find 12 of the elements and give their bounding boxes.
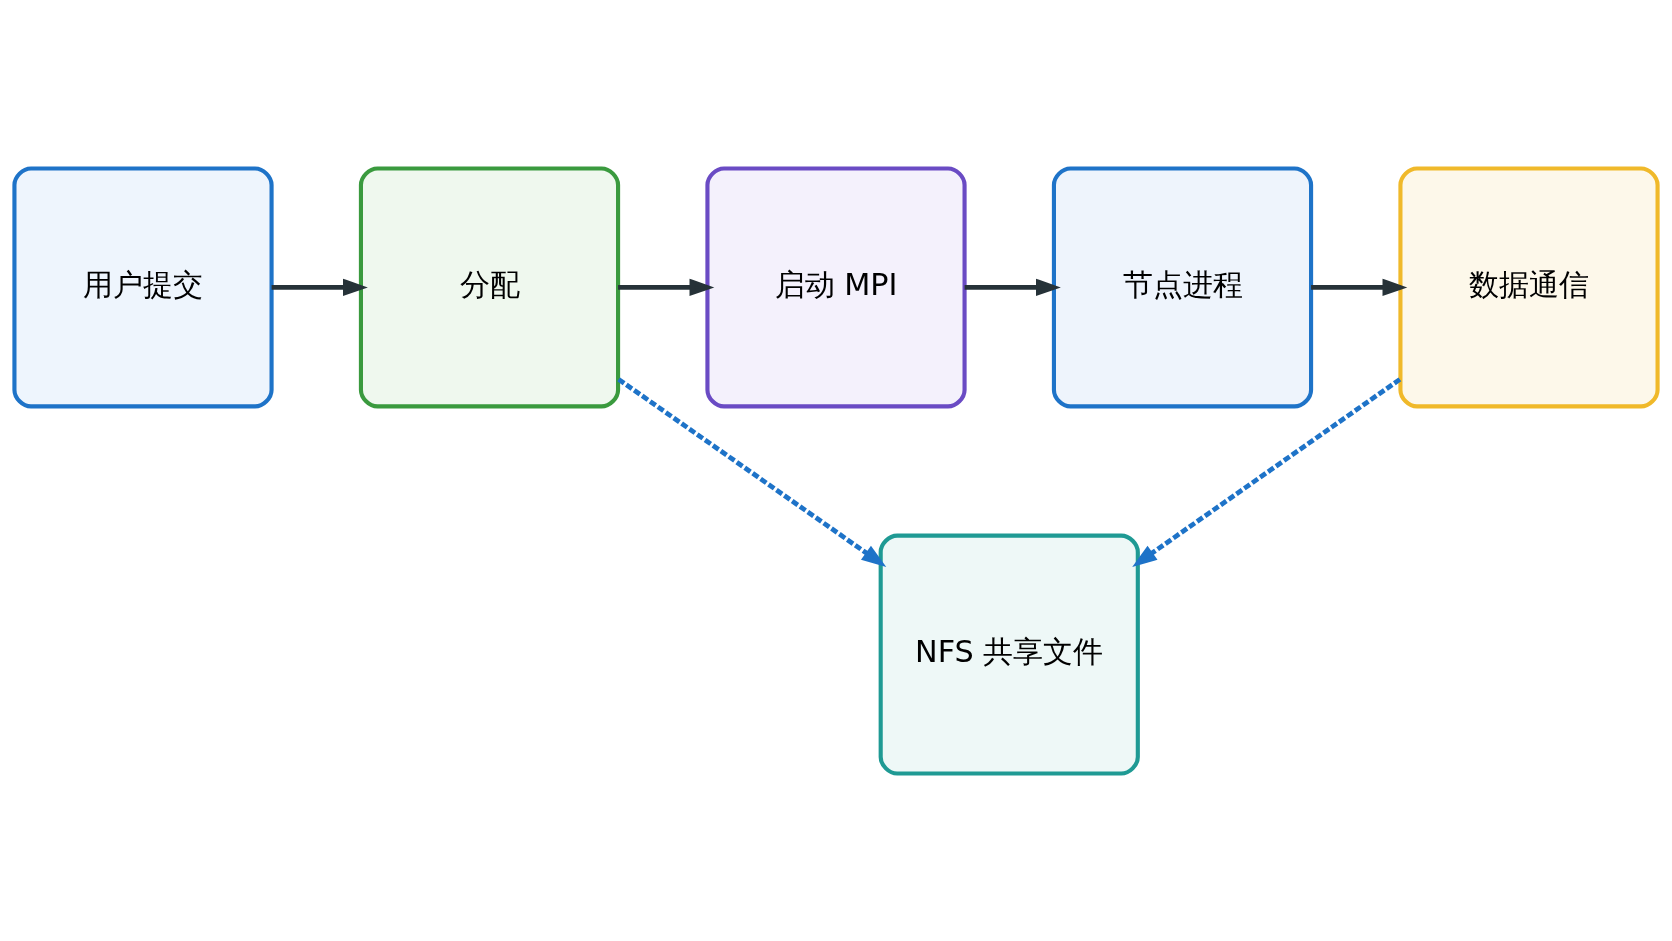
node-box: 分配 [358, 165, 621, 408]
arrow [617, 376, 887, 567]
arrow [618, 278, 715, 296]
arrow [964, 278, 1061, 296]
arrow [1311, 278, 1408, 296]
node-box: 用户提交 [12, 165, 274, 408]
arrow [1132, 376, 1402, 567]
node-box: 节点进程 [1051, 165, 1314, 408]
node-box: 数据通信 [1398, 165, 1660, 408]
node-box: 启动 MPI [705, 165, 967, 408]
node-box: NFS 共享文件 [878, 533, 1140, 776]
arrow [271, 278, 368, 296]
